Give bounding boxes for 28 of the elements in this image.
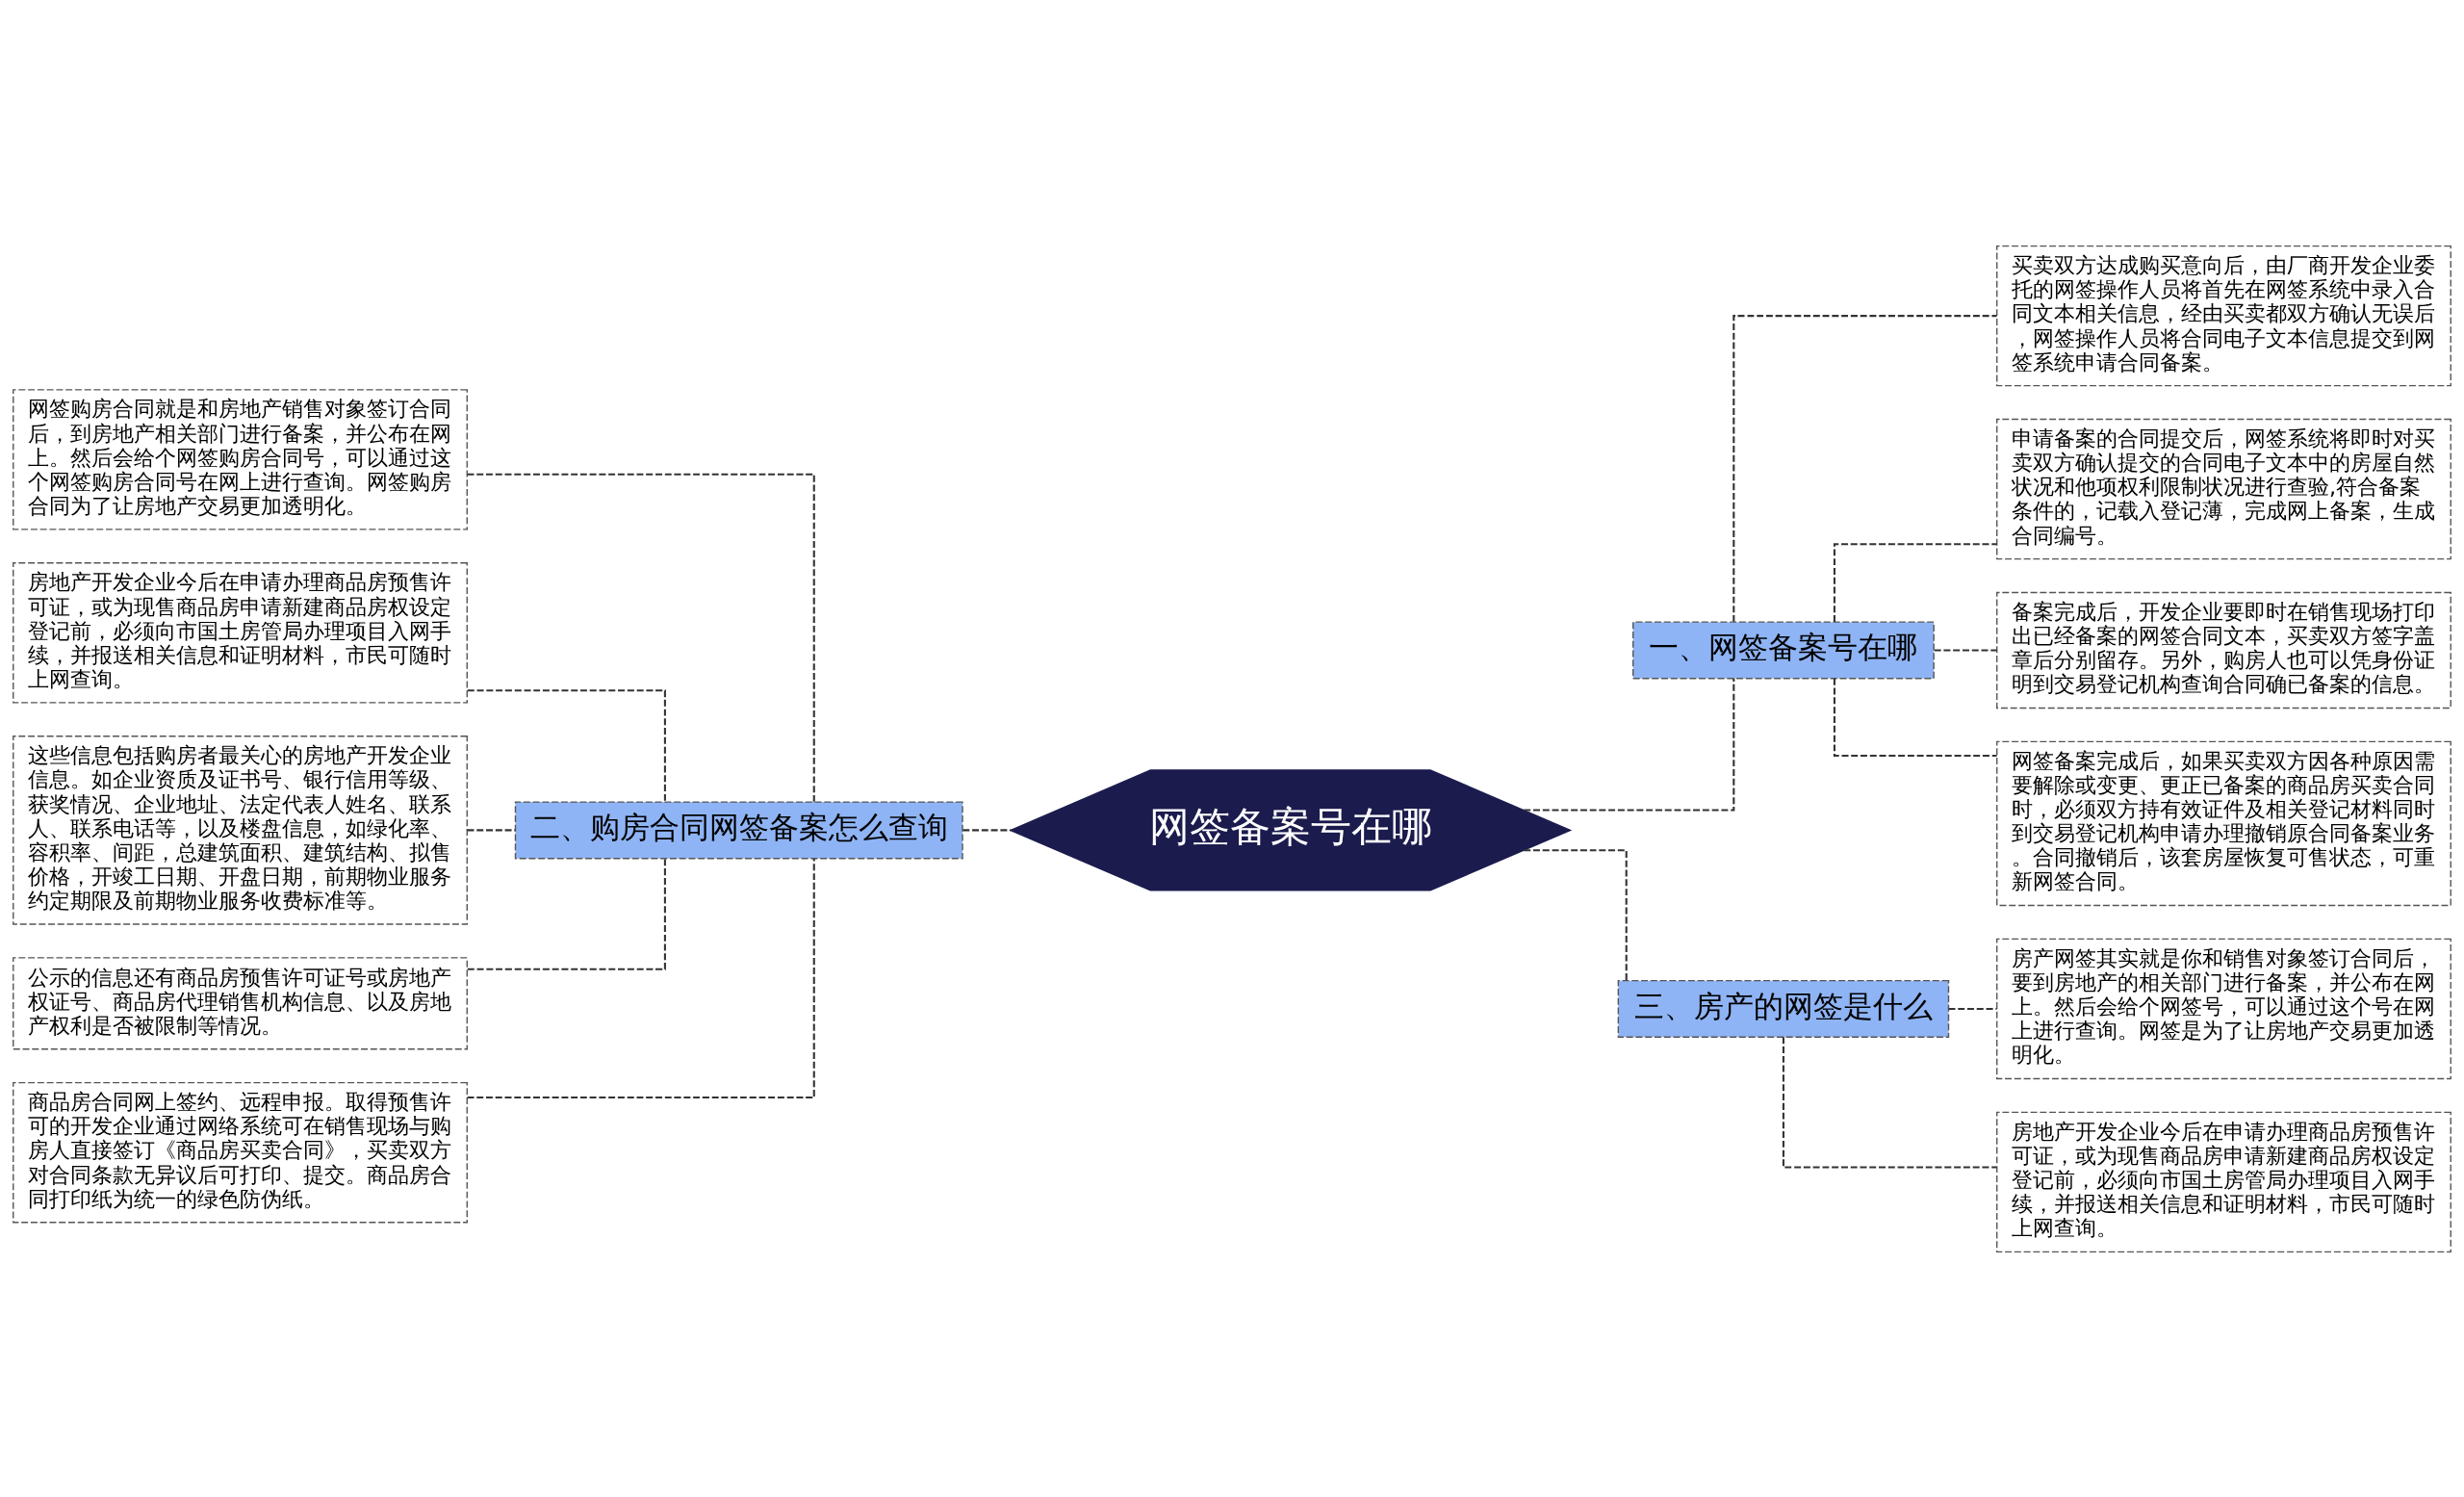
connector: [1948, 1007, 1997, 1010]
node-box: 房地产开发企业今后在申请办理商品房预售许可证，或为现售商品房申请新建商品房权设定登记前，必须向市国土房管局办理项目入网手续，并报送相关信息和证明材料，市民可随时上网查询。: [1996, 1111, 2451, 1252]
connector: [1782, 1036, 1997, 1169]
node-box: 申请备案的合同提交后，网签系统将即时对买卖双方确认提交的合同电子文本中的房屋自然状况和他项权利限制状况进行查验,符合备案条件的，记载入登记薄，完成网上备案，生成合同编号。: [1996, 418, 2451, 559]
node-box: 一、网签备案号在哪: [1632, 620, 1935, 679]
connector: [1524, 848, 1628, 980]
connector: [467, 473, 815, 802]
node-box: 买卖双方达成购买意向后，由厂商开发企业委托的网签操作人员将首先在网签系统中录入合同文本相关信息，经由买卖都双方确认无误后，网签操作人员将合同电子文本信息提交到网签系统申请合同备案。: [1996, 245, 2451, 386]
node-box: 商品房合同网上签约、远程申报。取得预售许可的开发企业通过网络系统可在销售现场与购房人直接签订《商品房买卖合同》，买卖双方对合同条款无异议后可打印、提交。商品房合同打印纸为统一的绿色防伪纸。: [13, 1081, 468, 1223]
node-box: 房地产开发企业今后在申请办理商品房预售许可证，或为现售商品房申请新建商品房权设定登记前，必须向市国土房管局办理项目入网手续，并报送相关信息和证明材料，市民可随时上网查询。: [13, 561, 468, 704]
node-box: 网签购房合同就是和房地产销售对象签订合同后，到房地产相关部门进行备案，并公布在网上。然后会给个网签购房合同号，可以通过这个网签购房合同号在网上进行查询。网签购房合同为了让房地产交易更加透明化。: [13, 388, 468, 530]
connector: [962, 828, 1012, 831]
connector: [467, 688, 666, 802]
connector: [1833, 678, 1997, 757]
connector: [1524, 678, 1735, 812]
node-box: 二、购房合同网签备案怎么查询: [514, 800, 963, 859]
connector: [1934, 648, 1997, 651]
connector: [467, 828, 516, 831]
connector: [467, 858, 815, 1098]
node-box: 网签备案完成后，如果买卖双方因各种原因需要解除或变更、更正已备案的商品房买卖合同时，必须双方持有效证件及相关登记材料同时到交易登记机构申请办理撤销原合同备案业务。合同撤销后，该套房屋恢复可售状态，可重新网签合同。: [1996, 740, 2451, 906]
node-box: 备案完成后，开发企业要即时在销售现场打印出已经备案的网签合同文本，买卖双方签字盖章后分别留存。另外，购房人也可以凭身份证明到交易登记机构查询合同确已备案的信息。: [1996, 591, 2451, 709]
node-box: 三、房产的网签是什么: [1617, 979, 1950, 1038]
connector: [467, 858, 666, 970]
node-box: 房产网签其实就是你和销售对象签订合同后，要到房地产的相关部门进行备案，并公布在网上。然后会给个网签号，可以通过这个号在网上进行查询。网签是为了让房地产交易更加透明化。: [1996, 938, 2451, 1079]
node-box: 公示的信息还有商品房预售许可证号或房地产权证号、商品房代理销售机构信息、以及房地产权利是否被限制等情况。: [13, 956, 468, 1049]
connector: [1732, 314, 1997, 622]
node-box: 这些信息包括购房者最关心的房地产开发企业信息。如企业资质及证书号、银行信用等级、获奖情况、企业地址、法定代表人姓名、联系人、联系电话等，以及楼盘信息，如绿化率、容积率、间距，总建筑面积、建筑结构、拟售价格，开竣工日期、开盘日期，前期物业服务约定期限及前期物业服务收费标准等。: [13, 735, 468, 925]
connector: [1833, 542, 1997, 622]
